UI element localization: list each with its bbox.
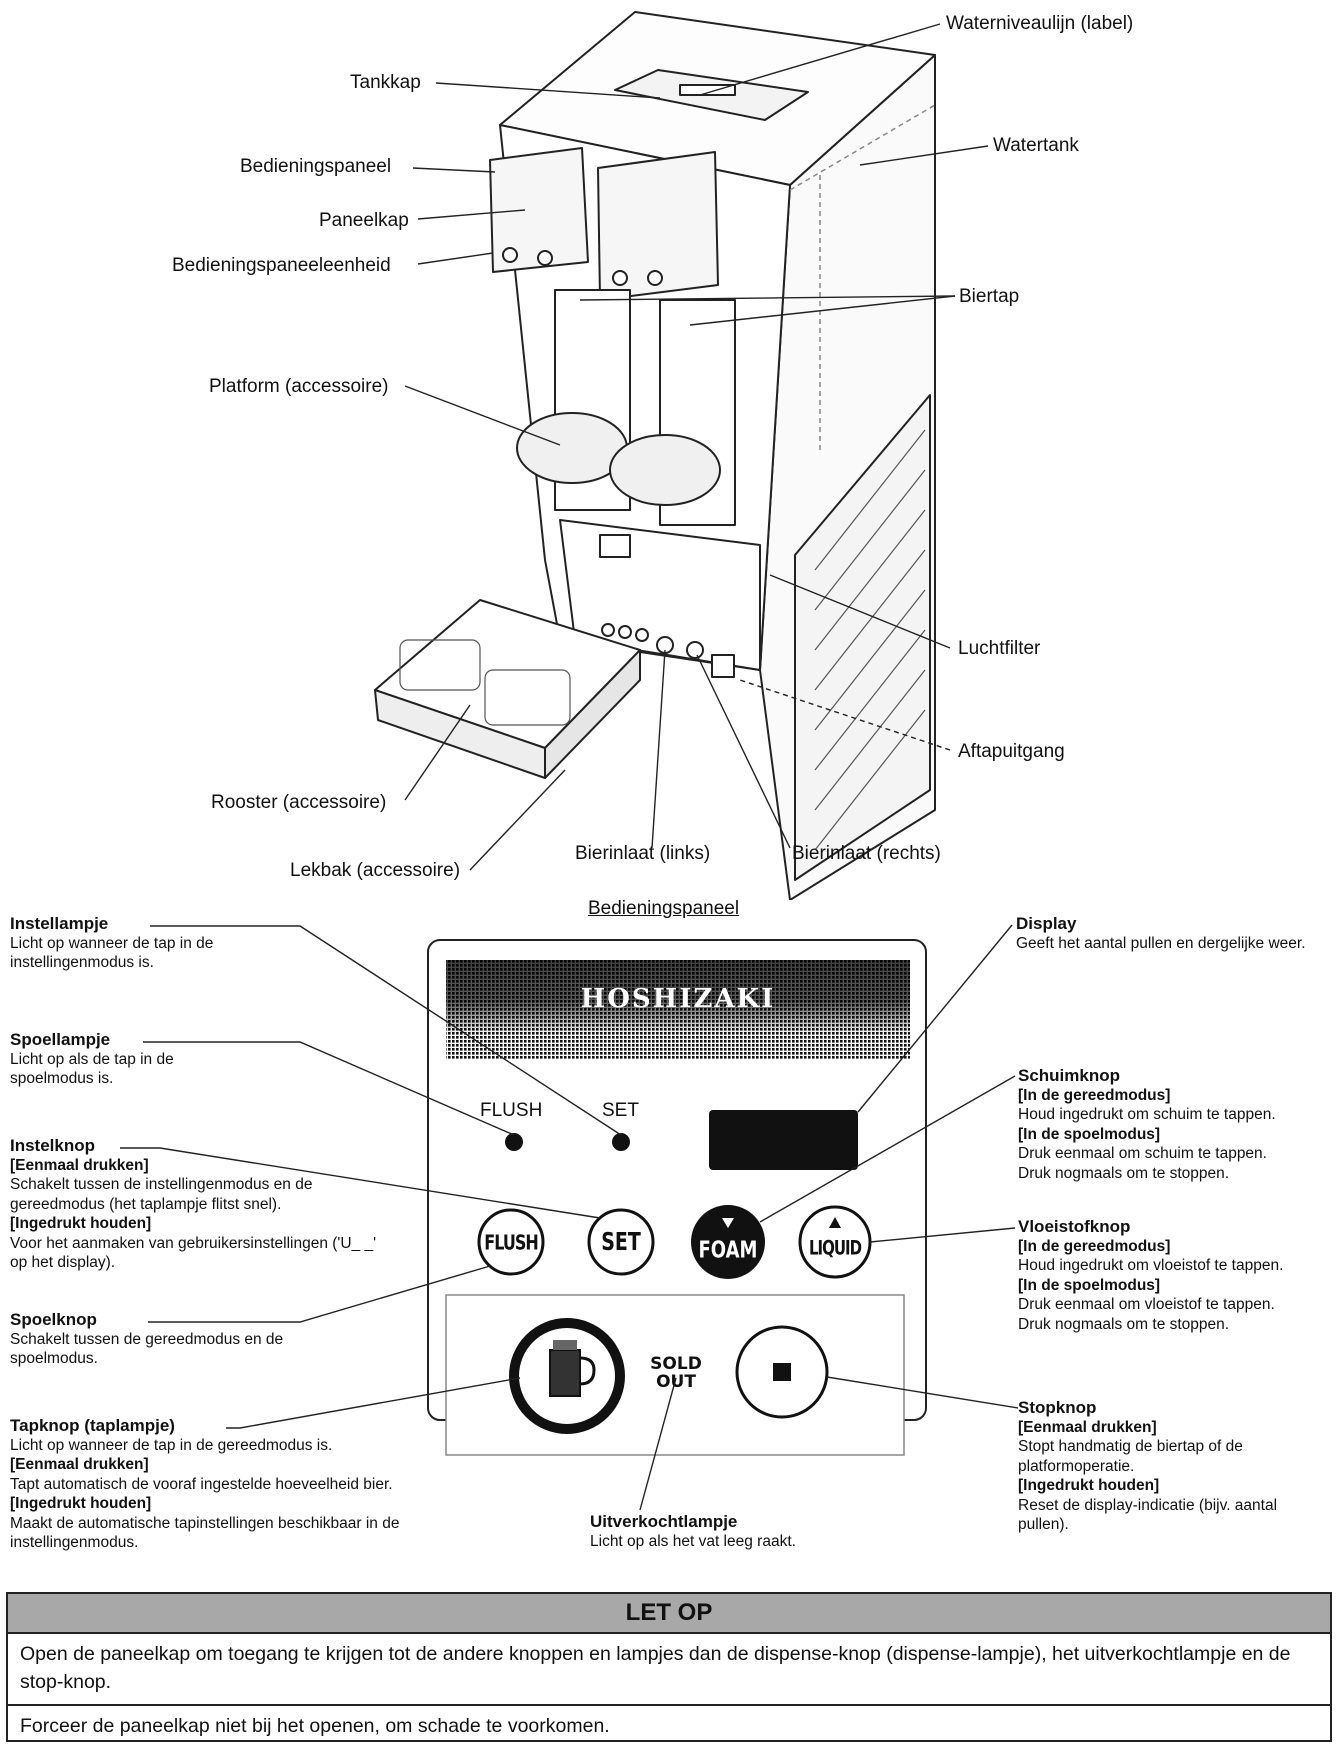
set-button-shape: [587, 1208, 655, 1276]
desc-vloeistofknop-t2: Druk eenmaal om vloeistof te tappen.: [1018, 1296, 1275, 1313]
set-lamp-label: SET: [602, 1100, 639, 1121]
desc-instelknop: Instelknop [Eenmaal drukken] Schakelt tu…: [10, 1136, 395, 1273]
desc-instelknop-t1: Schakelt tussen de instellingenmodus en …: [10, 1176, 313, 1213]
desc-instelknop-t2: Voor het aanmaken van gebruikersinstelli…: [10, 1234, 377, 1272]
desc-schuimknop-s2: [In de spoelmodus]: [1018, 1125, 1161, 1143]
desc-stopknop: Stopknop [Eenmaal drukken] Stopt handmat…: [1018, 1398, 1328, 1535]
desc-schuimknop: Schuimknop [In de gereedmodus] Houd inge…: [1018, 1066, 1338, 1183]
desc-tapknop-s1: [Eenmaal drukken]: [10, 1456, 149, 1473]
foam-button-label: FOAM: [698, 1236, 758, 1264]
desc-instellampje: Instellampje Licht op wanneer de tap in …: [10, 914, 390, 973]
sold-out-lamp: SOLD OUT: [640, 1355, 712, 1391]
desc-instellampje-title: Instellampje: [10, 914, 109, 933]
desc-tapknop-t0: Licht op wanneer de tap in de gereedmodu…: [10, 1436, 333, 1454]
desc-stopknop-t1: Stopt handmatig de biertap of de platfor…: [1018, 1438, 1243, 1475]
liquid-button[interactable]: LIQUID: [800, 1210, 870, 1280]
desc-tapknop-s2: [Ingedrukt houden]: [10, 1495, 152, 1512]
panel-controls: [120, 924, 1019, 1511]
stop-square-icon: [773, 1363, 791, 1381]
desc-tapknop: Tapknop (taplampje) Licht op wanneer de …: [10, 1416, 485, 1553]
desc-spoelknop-title: Spoelknop: [10, 1310, 97, 1329]
desc-schuimknop-s1: [In de gereedmodus]: [1018, 1086, 1171, 1104]
flush-lamp-label: FLUSH: [480, 1100, 543, 1121]
display-screen: [709, 1110, 858, 1170]
stop-button[interactable]: [737, 1327, 827, 1417]
desc-schuimknop-t1: Houd ingedrukt om schuim te tappen.: [1018, 1106, 1276, 1123]
caution-line-2: Forceer de paneelkap niet bij het openen…: [20, 1715, 610, 1737]
desc-schuimknop-t2: Druk eenmaal om schuim te tappen.: [1018, 1145, 1267, 1162]
foam-button-shape: [691, 1205, 765, 1279]
desc-instelknop-title: Instelknop: [10, 1136, 96, 1155]
desc-vloeistofknop-title: Vloeistofknop: [1018, 1217, 1131, 1236]
desc-uitverkocht: Uitverkochtlampje Licht op als het vat l…: [590, 1512, 890, 1551]
machine-illustration: [374, 11, 989, 900]
desc-instellampje-text: Licht op wanneer de tap in de instelling…: [10, 934, 214, 972]
label-bedieningspaneeleenheid: Bedieningspaneeleenheid: [172, 255, 391, 276]
flush-button-label: FLUSH: [484, 1229, 538, 1255]
desc-spoellampje-title: Spoellampje: [10, 1030, 111, 1049]
out-label: OUT: [656, 1372, 696, 1392]
set-button-label: SET: [601, 1227, 641, 1257]
desc-vloeistofknop-t3: Druk nogmaals om te stoppen.: [1018, 1315, 1230, 1333]
label-paneelkap: Paneelkap: [319, 210, 409, 231]
liquid-button-label: LIQUID: [808, 1236, 862, 1260]
panel-brand: HOSHIZAKI: [580, 984, 776, 1014]
desc-display-text: Geeft het aantal pullen en dergelijke we…: [1016, 934, 1306, 952]
label-lekbak: Lekbak (accessoire): [290, 860, 461, 881]
desc-spoelknop: Spoelknop Schakelt tussen de gereedmodus…: [10, 1310, 310, 1369]
flush-lamp: [505, 1133, 523, 1151]
caution-box: LET OP Open de paneelkap om toegang te k…: [6, 1592, 1332, 1742]
label-waterniveaulijn: Waterniveaulijn (label): [946, 13, 1134, 34]
caution-title: LET OP: [8, 1594, 1330, 1634]
desc-instelknop-s2: [Ingedrukt houden]: [10, 1215, 152, 1232]
desc-stopknop-t2: Reset de display-indicatie (bijv. aantal…: [1018, 1496, 1278, 1534]
sold-label: SOLD: [650, 1354, 702, 1374]
caution-line-1: Open de paneelkap om toegang te krijgen …: [8, 1634, 1330, 1706]
desc-display-title: Display: [1016, 914, 1077, 933]
desc-vloeistofknop-s1: [In de gereedmodus]: [1018, 1237, 1171, 1255]
desc-schuimknop-t3: Druk nogmaals om te stoppen.: [1018, 1164, 1230, 1182]
label-aftapuitgang: Aftapuitgang: [958, 741, 1065, 762]
desc-schuimknop-title: Schuimknop: [1018, 1066, 1121, 1085]
set-button[interactable]: SET: [589, 1210, 653, 1274]
panel-heading: Bedieningspaneel: [588, 898, 740, 919]
desc-vloeistofknop-t1: Houd ingedrukt om vloeistof te tappen.: [1018, 1257, 1284, 1274]
desc-tapknop-t2: Maakt de automatische tapinstellingen be…: [10, 1514, 400, 1552]
foam-button[interactable]: FOAM: [691, 1210, 765, 1284]
desc-instelknop-s1: [Eenmaal drukken]: [10, 1156, 149, 1174]
desc-stopknop-s1: [Eenmaal drukken]: [1018, 1418, 1157, 1436]
desc-display: Display Geeft het aantal pullen en derge…: [1016, 914, 1336, 953]
label-bedieningspaneel: Bedieningspaneel: [240, 156, 392, 177]
desc-uitverkocht-title: Uitverkochtlampje: [590, 1512, 738, 1531]
desc-tapknop-title: Tapknop (taplampje): [10, 1416, 175, 1435]
label-luchtfilter: Luchtfilter: [958, 638, 1041, 659]
desc-spoelknop-text: Schakelt tussen de gereedmodus en de spo…: [10, 1330, 284, 1368]
dispense-button[interactable]: [514, 1323, 620, 1429]
label-biertap: Biertap: [959, 286, 1020, 307]
desc-tapknop-t1: Tapt automatisch de vooraf ingestelde ho…: [10, 1475, 393, 1493]
desc-spoellampje-text: Licht op als de tap in de spoelmodus is.: [10, 1050, 174, 1088]
set-lamp: [612, 1133, 630, 1151]
label-bierinlaat-links: Bierinlaat (links): [575, 843, 711, 864]
desc-stopknop-s2: [Ingedrukt houden]: [1018, 1477, 1160, 1494]
label-tankkap: Tankkap: [350, 72, 421, 93]
desc-vloeistofknop: Vloeistofknop [In de gereedmodus] Houd i…: [1018, 1217, 1340, 1334]
desc-uitverkocht-text: Licht op als het vat leeg raakt.: [590, 1532, 796, 1550]
label-platform: Platform (accessoire): [209, 376, 389, 397]
flush-button[interactable]: FLUSH: [479, 1210, 543, 1274]
desc-stopknop-title: Stopknop: [1018, 1398, 1097, 1417]
flush-button-shape: [477, 1208, 545, 1276]
desc-vloeistofknop-s2: [In de spoelmodus]: [1018, 1276, 1161, 1294]
label-rooster: Rooster (accessoire): [211, 792, 387, 813]
desc-spoellampje: Spoellampje Licht op als de tap in de sp…: [10, 1030, 390, 1089]
label-bierinlaat-rechts: Bierinlaat (rechts): [792, 843, 941, 864]
label-watertank: Watertank: [993, 135, 1079, 156]
